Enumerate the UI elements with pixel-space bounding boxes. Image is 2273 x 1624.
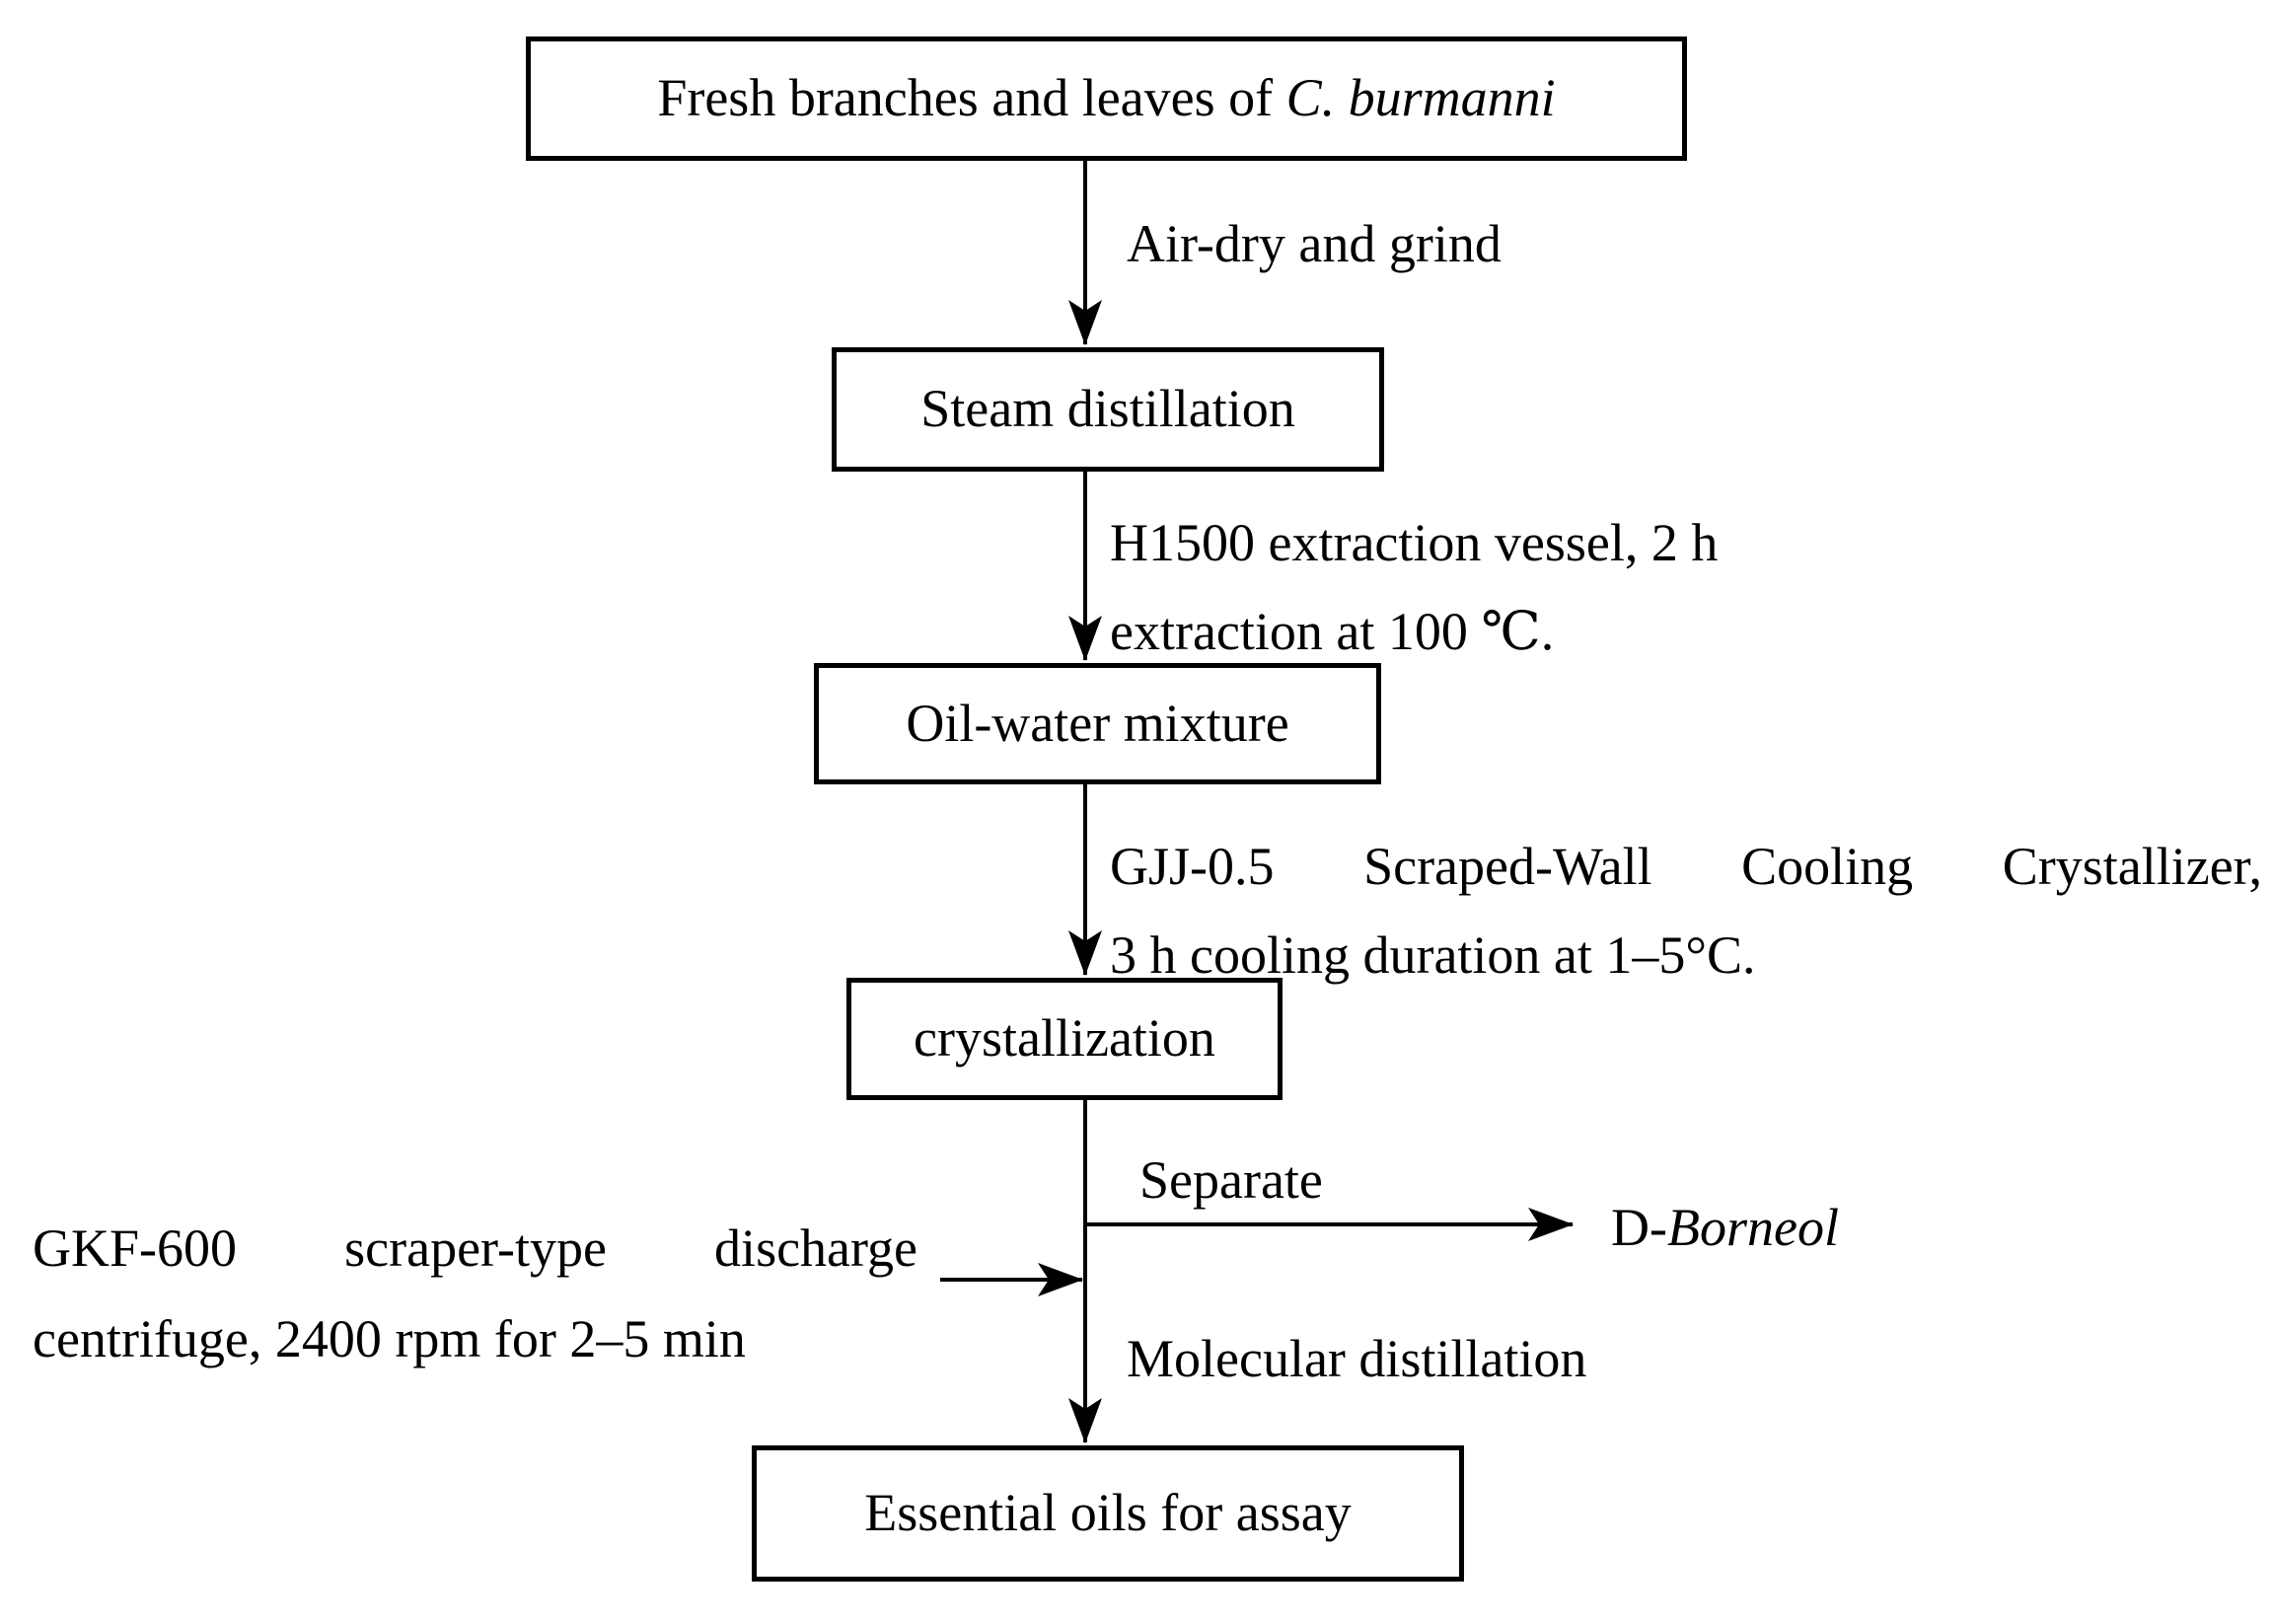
d-borneol-prefix: D- <box>1611 1198 1667 1257</box>
label-separate: Separate <box>1139 1150 1323 1210</box>
source-label-plain: Fresh branches and leaves of <box>657 68 1286 128</box>
label-h1500-extraction: H1500 extraction vessel, 2 h extraction … <box>1110 498 1718 676</box>
label-gkf-line2: centrifuge, 2400 rpm for 2–5 min <box>33 1309 746 1368</box>
process-box-steam-distillation: Steam distillation <box>832 347 1384 472</box>
label-gkf-line1: GKF-600 scraper-type discharge <box>33 1218 917 1278</box>
crystallization-label: crystallization <box>914 1008 1215 1069</box>
essential-oils-label: Essential oils for assay <box>864 1483 1352 1543</box>
label-molecular-distillation: Molecular distillation <box>1127 1329 1587 1388</box>
label-d-borneol: D-Borneol <box>1611 1195 1839 1262</box>
label-gkf-centrifuge: GKF-600 scraper-type discharge centrifug… <box>33 1203 917 1384</box>
label-h1500-line2: extraction at 100 ℃. <box>1110 602 1555 661</box>
oil-water-mixture-label: Oil-water mixture <box>906 693 1289 753</box>
d-borneol-name: Borneol <box>1666 1198 1839 1257</box>
steam-distillation-label: Steam distillation <box>920 379 1295 439</box>
label-gjj-crystallizer: GJJ-0.5 Scraped-Wall Cooling Crystallize… <box>1110 822 2262 999</box>
process-box-source: Fresh branches and leaves of C. burmanni <box>526 37 1687 161</box>
source-label: Fresh branches and leaves of C. burmanni <box>657 65 1555 132</box>
label-air-dry-and-grind: Air-dry and grind <box>1127 214 1502 273</box>
process-box-essential-oils: Essential oils for assay <box>752 1445 1464 1582</box>
label-gjj-line1: GJJ-0.5 Scraped-Wall Cooling Crystallize… <box>1110 837 2262 896</box>
label-gjj-line2: 3 h cooling duration at 1–5°C. <box>1110 925 1756 985</box>
process-box-crystallization: crystallization <box>846 978 1283 1100</box>
process-box-oil-water-mixture: Oil-water mixture <box>814 663 1381 784</box>
source-species-name: C. burmanni <box>1285 68 1556 128</box>
label-h1500-line1: H1500 extraction vessel, 2 h <box>1110 513 1719 572</box>
